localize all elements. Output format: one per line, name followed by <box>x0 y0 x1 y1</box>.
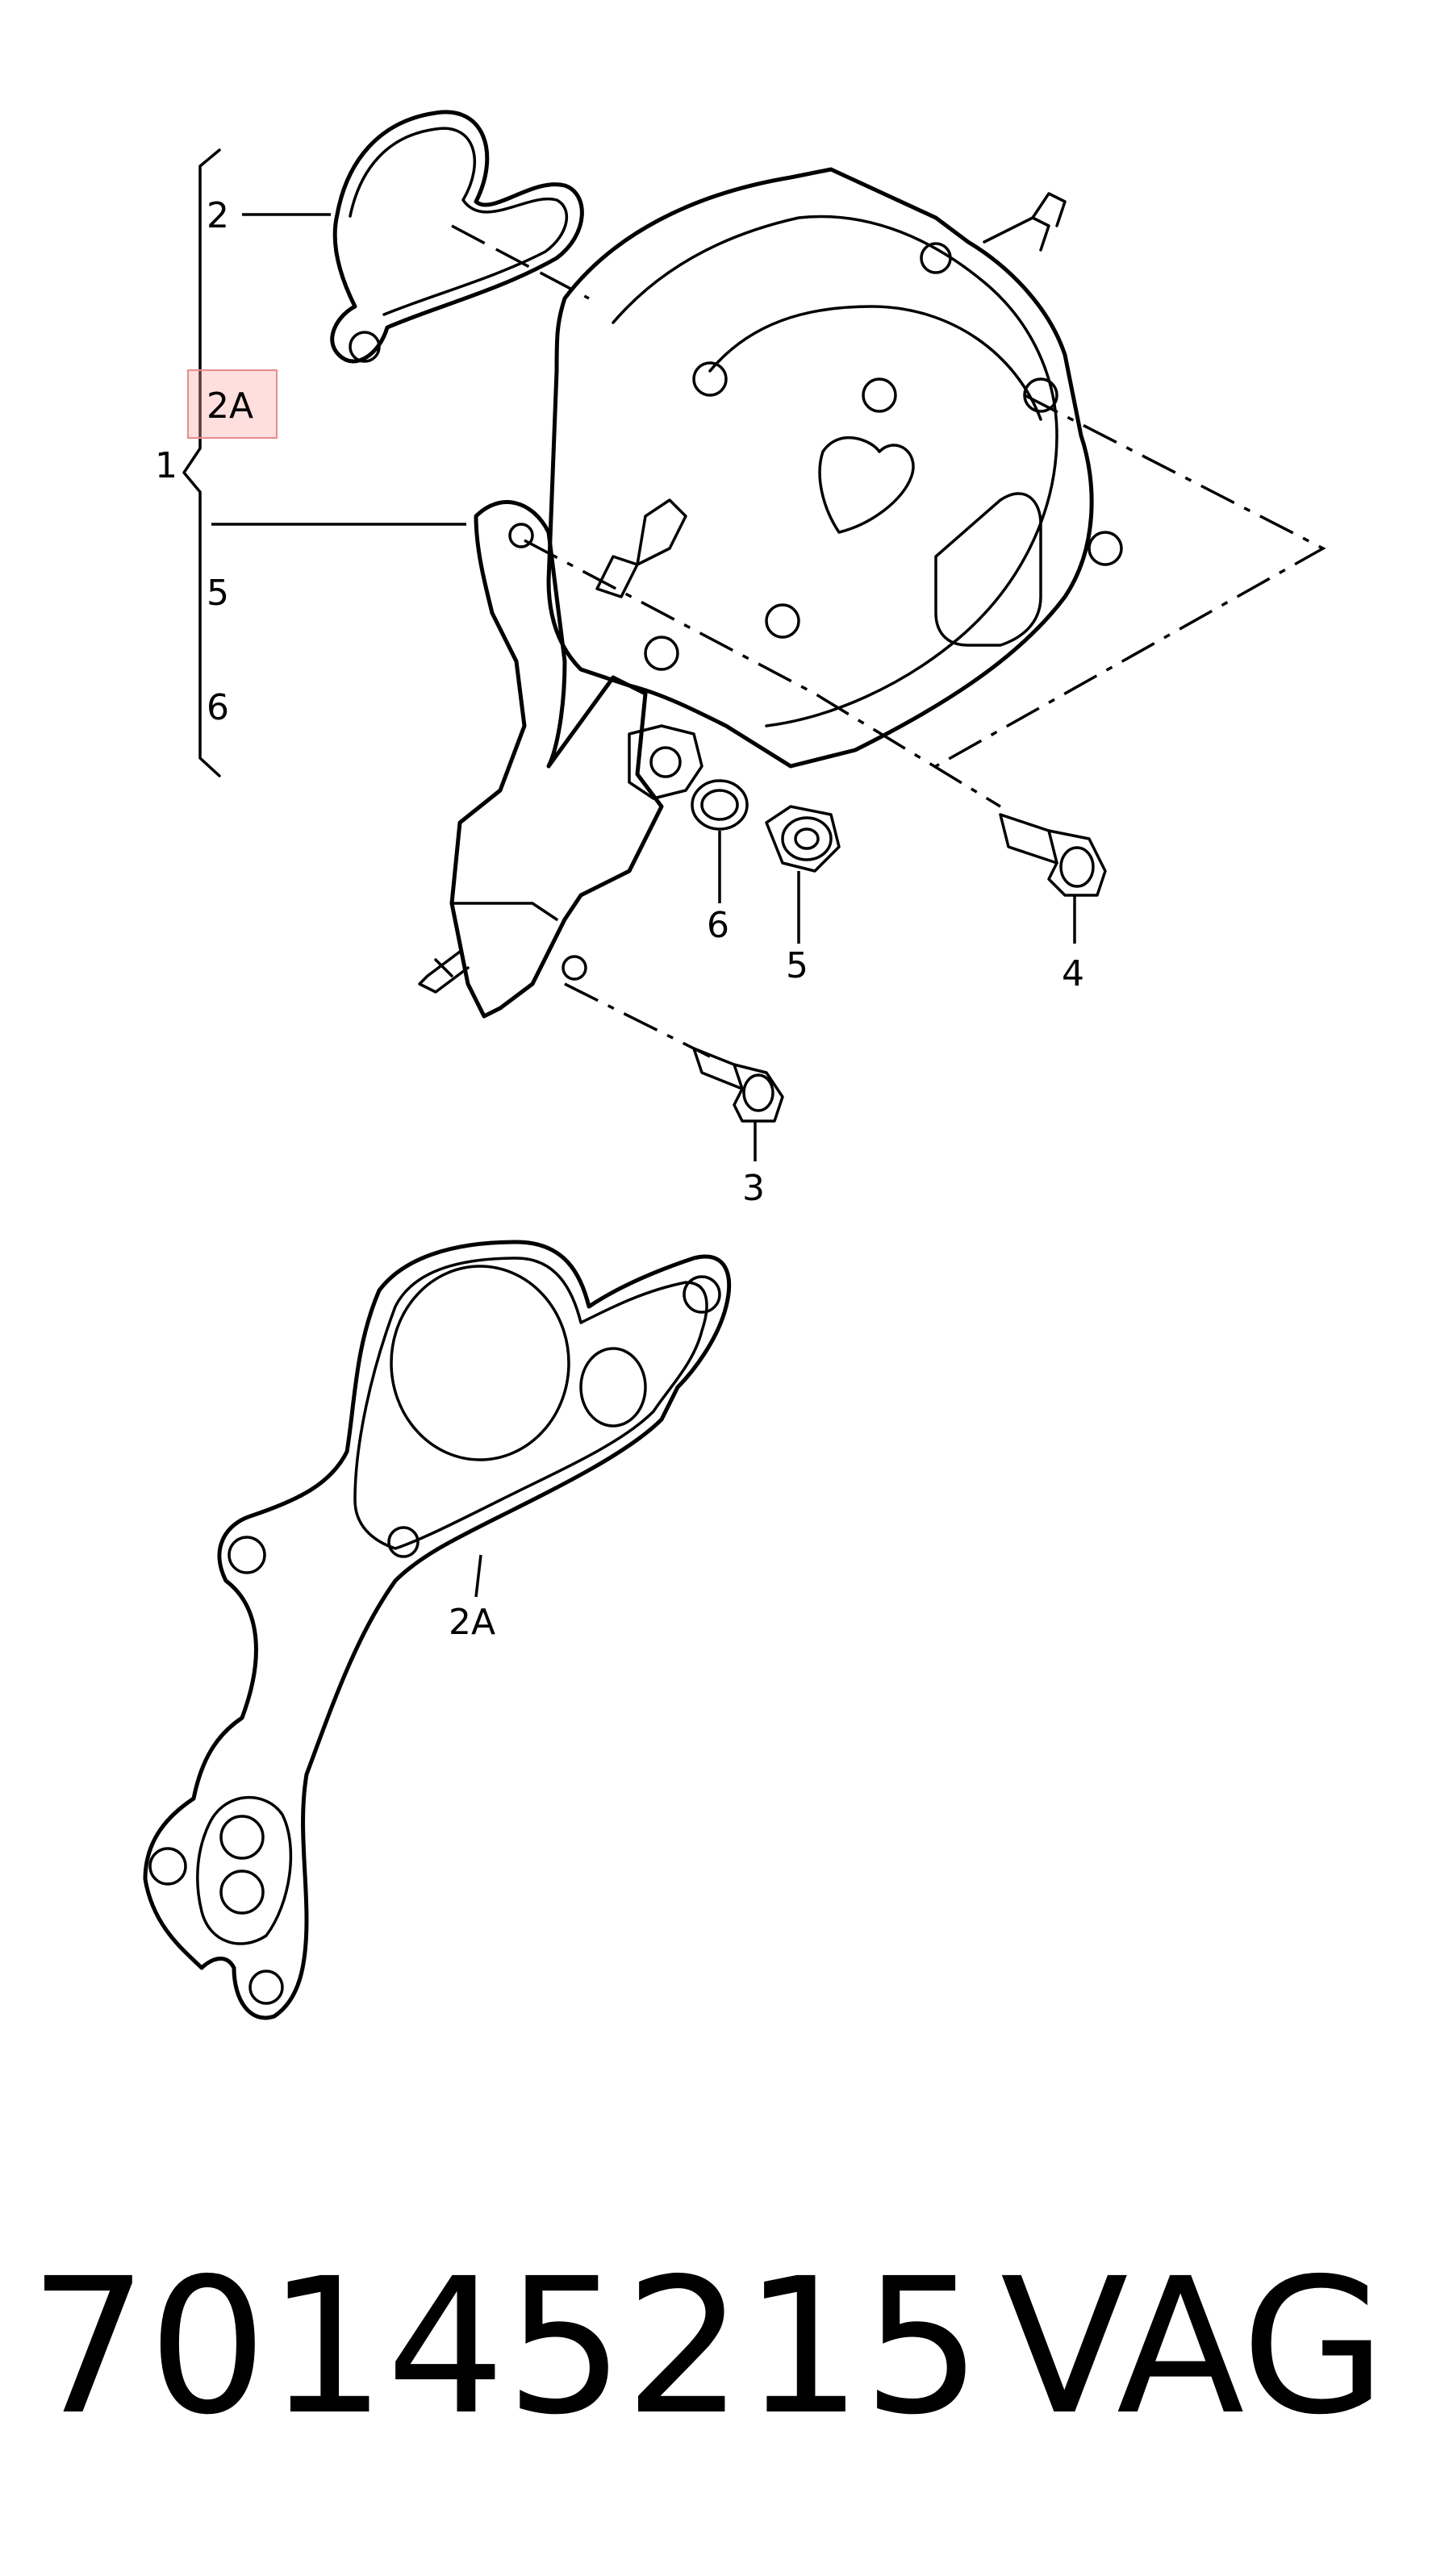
callout-5: 5 <box>786 945 808 986</box>
align-line-2 <box>935 394 1326 768</box>
leader-2a <box>474 1554 482 1598</box>
assembly-bracket <box>182 148 221 777</box>
part-number: 70145215 <box>29 2238 982 2456</box>
align-line-4 <box>564 982 711 1058</box>
callout-6: 6 <box>707 905 729 946</box>
callout-2: 2 <box>207 195 229 236</box>
callout-1: 1 <box>155 445 177 486</box>
callout-4: 4 <box>1062 953 1084 994</box>
pump-mounting-flange <box>418 500 703 1019</box>
vacuum-pump-body <box>546 167 1123 769</box>
highlight-box-2a <box>187 369 278 439</box>
align-line-1 <box>451 224 590 300</box>
gasket-2 <box>330 110 584 364</box>
callout-2a-top: 2A <box>207 386 254 427</box>
callout-6-list: 6 <box>207 687 229 728</box>
callout-2a-bottom: 2A <box>449 1602 496 1643</box>
bolt-3 <box>692 1047 784 1123</box>
callout-5-list: 5 <box>207 573 229 614</box>
align-line-3 <box>524 539 1001 808</box>
brand-label: VAG <box>1000 2238 1387 2456</box>
callout-3: 3 <box>742 1168 765 1209</box>
screw-plug-5 <box>765 805 841 873</box>
bolt-4 <box>999 813 1107 897</box>
seal-ring-6 <box>691 779 749 831</box>
gasket-2a <box>143 1240 732 2020</box>
